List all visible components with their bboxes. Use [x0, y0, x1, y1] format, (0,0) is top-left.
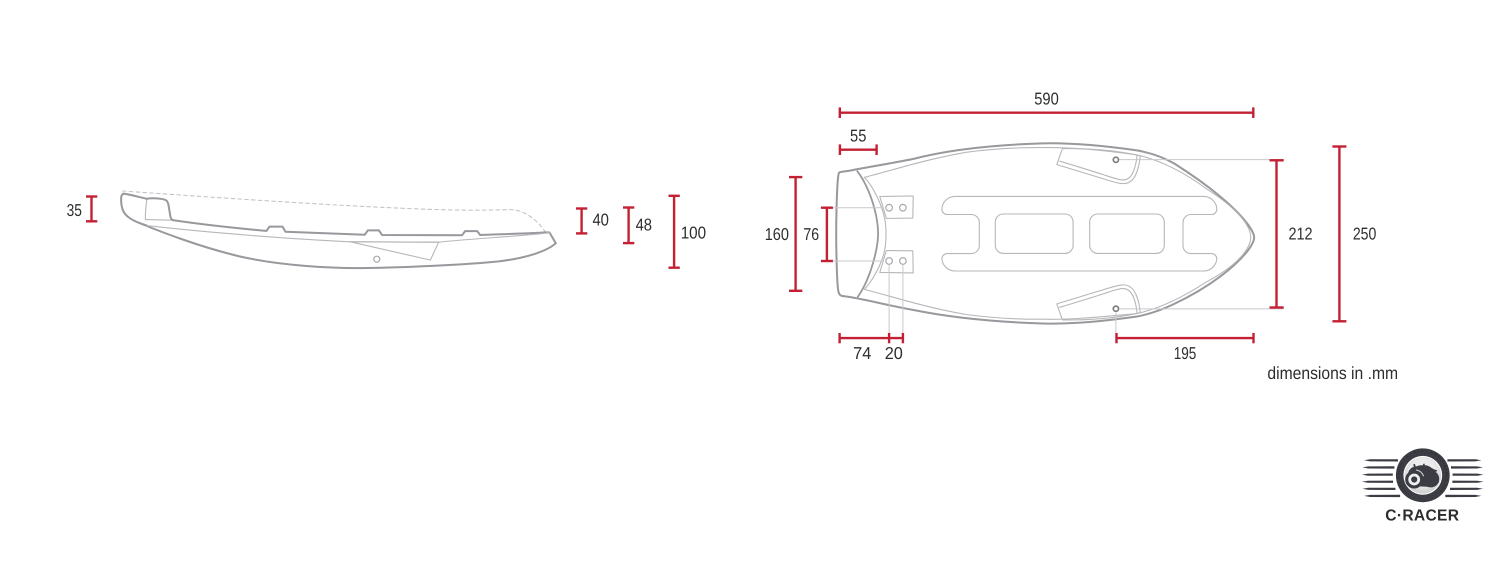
svg-text:48: 48 [636, 215, 652, 235]
svg-text:35: 35 [67, 200, 82, 220]
svg-text:250: 250 [1353, 224, 1377, 244]
svg-text:C·RACER: C·RACER [1385, 508, 1459, 525]
svg-text:212: 212 [1288, 224, 1312, 244]
svg-text:20: 20 [885, 343, 903, 363]
svg-text:160: 160 [765, 224, 789, 244]
svg-text:55: 55 [850, 126, 866, 146]
svg-text:590: 590 [1034, 89, 1059, 109]
svg-text:76: 76 [803, 224, 819, 244]
svg-text:dimensions in .mm: dimensions in .mm [1267, 363, 1398, 383]
svg-text:100: 100 [681, 223, 706, 243]
svg-text:40: 40 [592, 210, 609, 230]
svg-text:74: 74 [853, 343, 872, 363]
svg-text:195: 195 [1174, 343, 1197, 363]
